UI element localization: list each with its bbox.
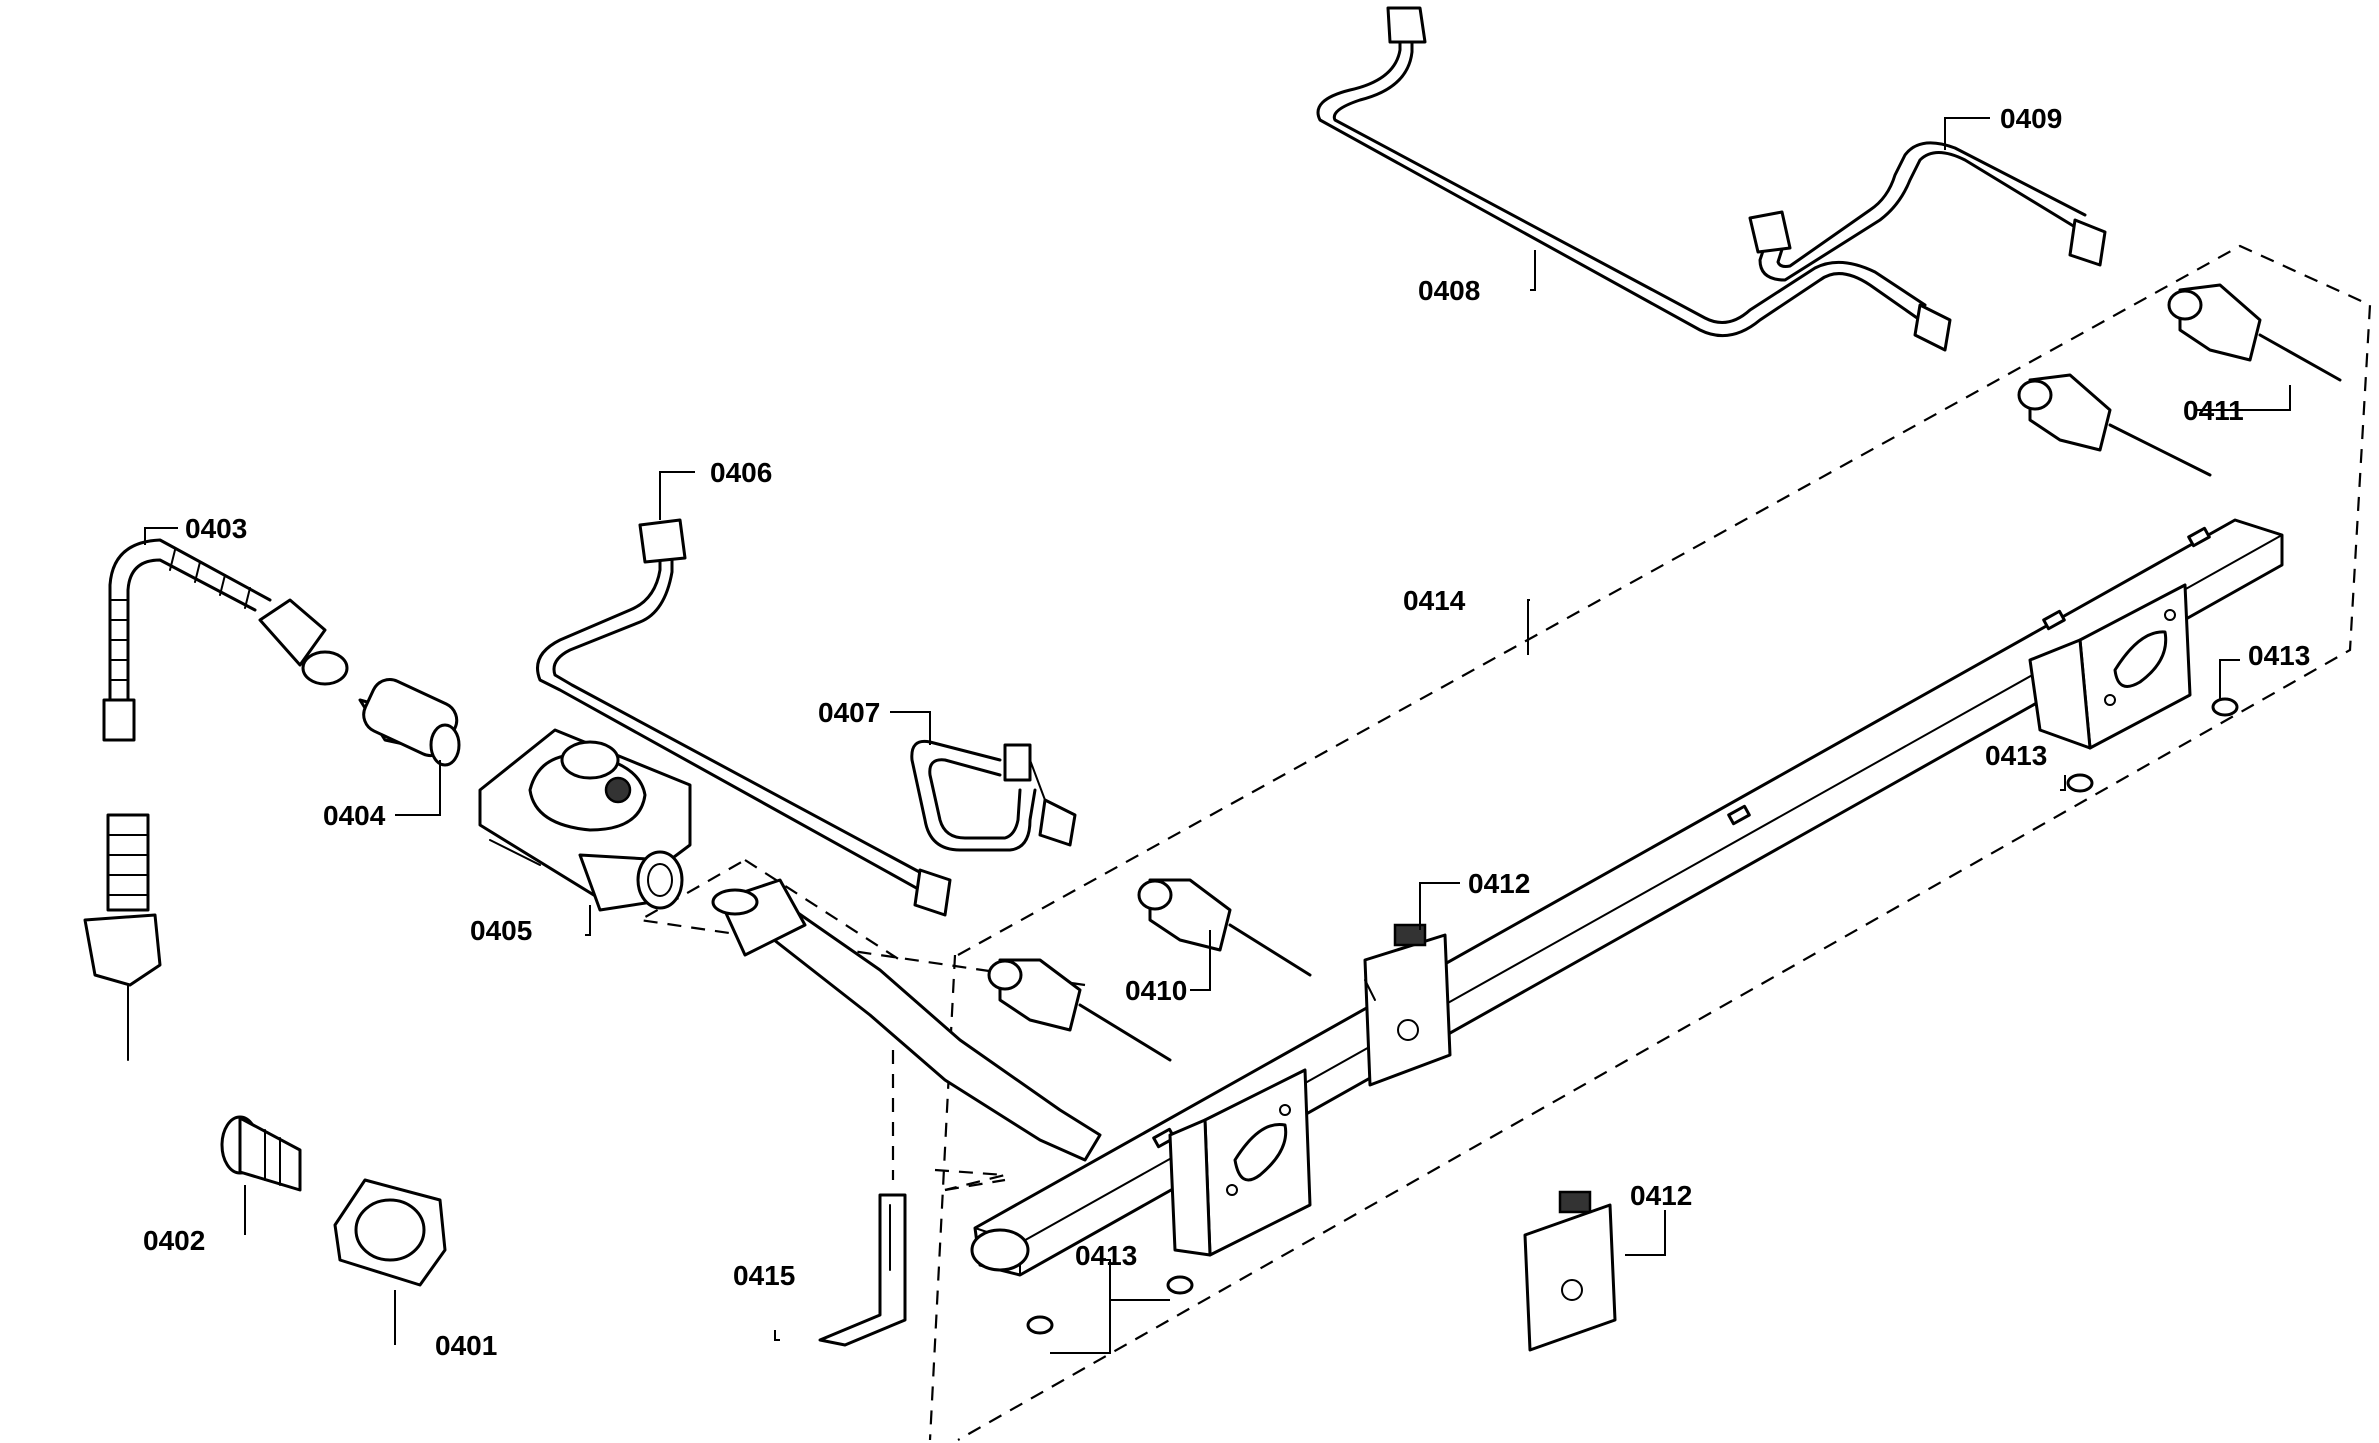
part-labels: 0403 0404 0405 0406 0407 0408 0409 0410 … [143,103,2310,1361]
valves-0411 [2017,283,2342,477]
label-0413-lower-left: 0413 [1075,1240,1137,1271]
flex-connector-0403 [83,538,349,1061]
leaders [144,117,2291,1354]
loop-pipe-0407 [910,739,1077,852]
label-0402: 0402 [143,1225,205,1256]
label-0404: 0404 [323,800,386,831]
label-0413-right: 0413 [2248,640,2310,671]
label-0408: 0408 [1418,275,1480,306]
label-0406: 0406 [710,457,772,488]
label-0405: 0405 [470,915,532,946]
screws-0413 [1026,697,2239,1335]
ignition-board-0412-upper [1363,923,1452,1087]
clip-0401 [333,1178,447,1287]
label-0409: 0409 [2000,103,2062,134]
label-0407: 0407 [818,697,880,728]
fitting-0404 [358,678,461,767]
label-0410: 0410 [1125,975,1187,1006]
bracket-0415 [818,1050,907,1347]
label-0401: 0401 [435,1330,497,1361]
label-0414: 0414 [1403,585,1466,616]
label-0412-lower: 0412 [1630,1180,1692,1211]
tube-0406 [536,518,952,917]
manifold-bracket-right [2028,583,2192,750]
regulator-0405 [478,728,692,912]
label-0415: 0415 [733,1260,795,1291]
manifold-bracket-left [1168,1068,1312,1257]
tube-0408 [1316,6,1952,352]
ignition-board-0412-lower [1523,1190,1617,1352]
fitting-0402 [220,1115,302,1192]
label-0403: 0403 [185,513,247,544]
label-0412-upper: 0412 [1468,868,1530,899]
label-0411: 0411 [2183,395,2244,426]
tube-0409 [1748,141,2107,282]
valves-0410 [987,878,1312,1062]
label-0413-middle: 0413 [1985,740,2047,771]
